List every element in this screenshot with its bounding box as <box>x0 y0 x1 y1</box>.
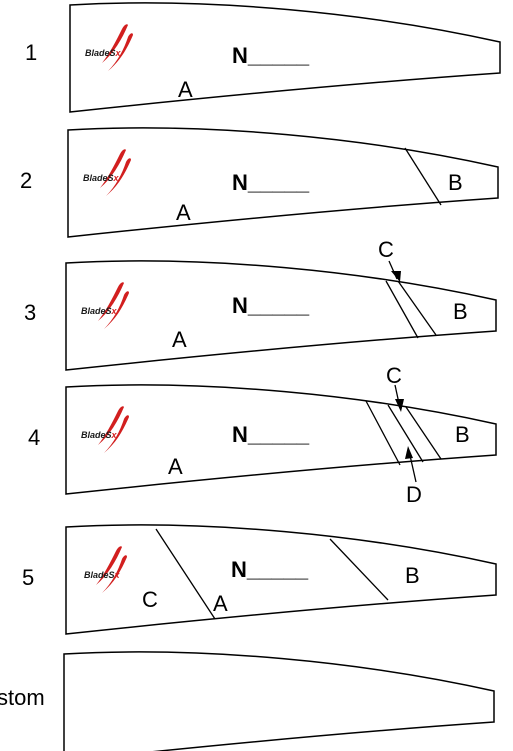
section-label-d: D <box>406 482 422 507</box>
svg-text:BladeSx: BladeSx <box>81 430 118 440</box>
name-label: N_____ <box>232 43 310 68</box>
section-label-b: B <box>405 563 420 588</box>
section-label-a: A <box>168 454 183 479</box>
blade-custom: l stom <box>0 651 495 751</box>
bladesox-logo: BladeSx <box>81 282 129 329</box>
section-label-a: A <box>178 77 193 102</box>
name-label: N_____ <box>232 293 310 318</box>
name-label: N_____ <box>231 557 309 582</box>
blade-2: 2 BladeSx N_____ A B <box>20 127 499 238</box>
blade-number: 1 <box>25 40 37 65</box>
bladesox-logo: BladeSx <box>83 149 131 196</box>
section-label-a: A <box>172 327 187 352</box>
blade-number: 2 <box>20 168 32 193</box>
section-label-c: C <box>378 237 394 262</box>
section-divider <box>155 528 216 620</box>
section-divider <box>329 538 389 601</box>
bladesox-logo: BladeSx <box>81 406 129 453</box>
blade-outline <box>63 651 495 751</box>
section-divider <box>365 400 401 466</box>
section-label-a: A <box>213 591 228 616</box>
section-divider <box>397 280 437 336</box>
section-divider <box>404 147 442 206</box>
section-label-b: B <box>448 170 463 195</box>
bladesox-logo: BladeSx <box>85 24 133 71</box>
name-label: N_____ <box>232 170 310 195</box>
section-label-c: C <box>142 587 158 612</box>
svg-text:BladeSx: BladeSx <box>81 306 118 316</box>
custom-label: stom <box>0 685 45 710</box>
svg-text:BladeSx: BladeSx <box>83 173 120 183</box>
blade-number: 5 <box>22 565 34 590</box>
section-label-c: C <box>386 363 402 388</box>
blade-number: 3 <box>24 300 36 325</box>
blade-3: 3 BladeSx N_____ A B C <box>24 237 497 371</box>
section-label-a: A <box>176 200 191 225</box>
section-divider <box>405 406 442 460</box>
section-label-b: B <box>455 422 470 447</box>
arrowhead <box>395 399 404 412</box>
arrowhead <box>391 271 401 282</box>
svg-text:BladeSx: BladeSx <box>85 48 122 58</box>
arrowhead <box>405 446 413 459</box>
blade-1: 1 BladeSx N_____ A <box>25 2 501 113</box>
blade-4: 4 BladeSx N_____ A B C D <box>28 363 497 507</box>
svg-text:BladeSx: BladeSx <box>84 570 121 580</box>
section-divider <box>387 404 424 463</box>
name-label: N_____ <box>232 422 310 447</box>
blade-5: 5 BladeSx N_____ C A B <box>22 524 497 635</box>
bladesox-logo: BladeSx <box>84 546 127 593</box>
section-label-b: B <box>453 299 468 324</box>
blade-number: 4 <box>28 425 40 450</box>
section-divider <box>385 280 419 339</box>
